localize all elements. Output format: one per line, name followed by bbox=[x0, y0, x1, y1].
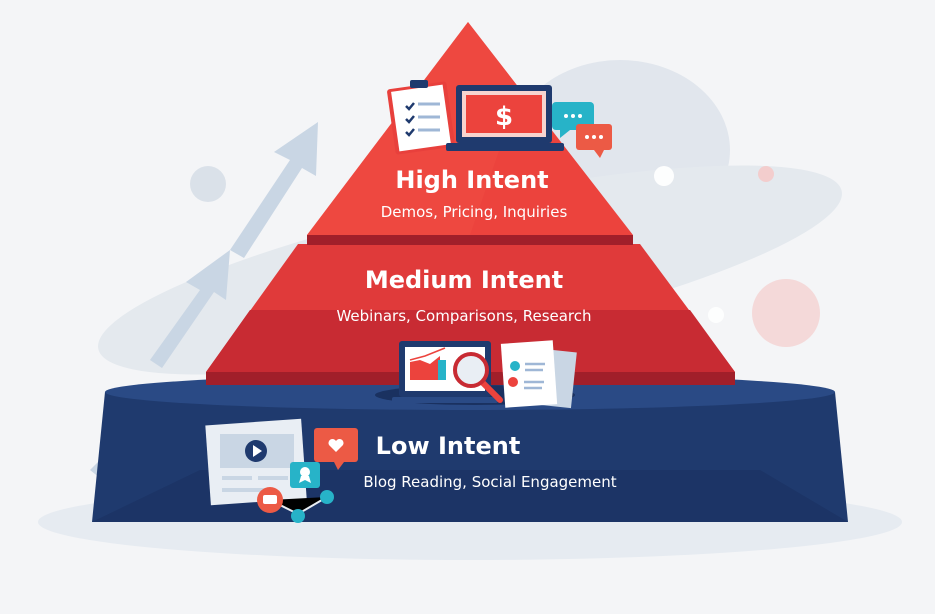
network-nodes-icon bbox=[257, 469, 334, 523]
video-page-icon bbox=[205, 418, 307, 506]
badge-icon bbox=[290, 462, 320, 488]
dollar-symbol: $ bbox=[495, 102, 513, 132]
magnifier-icon bbox=[453, 352, 503, 403]
laptop-dollar-icon: $ bbox=[446, 85, 564, 151]
heart-bubble-icon bbox=[314, 428, 358, 470]
report-document-icon bbox=[500, 340, 577, 409]
tier-low-title: Low Intent bbox=[375, 432, 521, 460]
tier-high-subtitle: Demos, Pricing, Inquiries bbox=[380, 203, 568, 221]
tier-high-title: High Intent bbox=[395, 166, 549, 194]
tier-medium-subtitle: Webinars, Comparisons, Research bbox=[336, 307, 592, 325]
clipboard-checklist-icon bbox=[387, 80, 455, 155]
tier-medium-title: Medium Intent bbox=[364, 266, 564, 294]
chat-bubbles-icon bbox=[552, 102, 612, 158]
tier-low-subtitle: Blog Reading, Social Engagement bbox=[363, 473, 617, 491]
